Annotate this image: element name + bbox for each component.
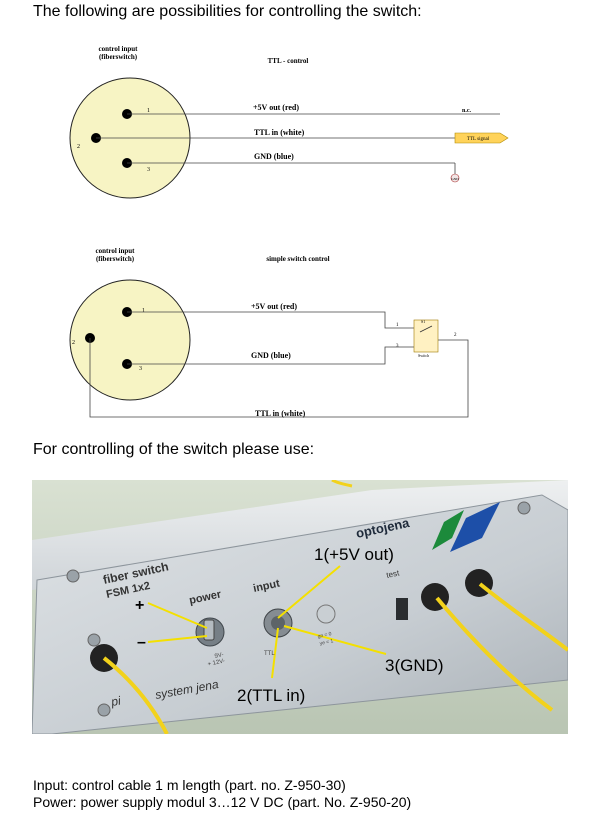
screw-icon	[66, 569, 80, 583]
plus-marker: +	[135, 597, 144, 614]
screw-icon	[97, 703, 111, 717]
led-legend-line2: ye = 1	[319, 638, 334, 647]
wire-red	[127, 311, 425, 329]
callout-pin1: 1(+5V out)	[314, 545, 394, 564]
connector-title-line2: (fiberswitch)	[96, 255, 135, 263]
pin-3-label: 3	[139, 366, 142, 372]
wire-red-label: +5V out (red)	[251, 302, 297, 311]
voltage-line1: 9V-	[214, 652, 224, 660]
pin-1-label: 1	[142, 308, 145, 314]
connector-circle	[69, 279, 191, 401]
pin-1-label: 1	[147, 108, 150, 114]
pin-2-label: 2	[72, 340, 75, 346]
status-led	[316, 604, 336, 624]
wire-blue	[127, 346, 425, 365]
pin-3-label: 3	[147, 167, 150, 173]
switch-pin-2: 2	[454, 333, 457, 338]
switch-pin-3: 3	[396, 344, 399, 349]
ttl-small-label: TTL	[264, 651, 275, 657]
ttl-signal-tag	[454, 132, 509, 144]
connector-title-line2: (fiberswitch)	[99, 53, 138, 61]
input-label: input	[252, 578, 281, 595]
company-name-left: pi	[109, 693, 122, 709]
switch-label: Switch	[418, 353, 429, 358]
gnd-symbol-label: GND	[451, 177, 459, 181]
not-connected-label: n.c.	[462, 108, 472, 114]
ttl-signal-label: TTL signal	[467, 137, 490, 142]
footer-line-2: Power: power supply modul 3…12 V DC (par…	[33, 794, 412, 810]
wire-blue-label: GND (blue)	[254, 152, 294, 161]
wire-white-label: TTL in (white)	[255, 409, 306, 418]
fiber-cable	[478, 582, 568, 652]
voltage-line2: + 12V-	[207, 658, 225, 668]
gnd-symbol	[450, 173, 460, 183]
ttl-control-diagram: control input (fiberswitch) TTL - contro…	[69, 45, 509, 199]
switch-pin-1: 1	[396, 323, 399, 328]
screw-icon	[517, 501, 531, 515]
section-heading: For controlling of the switch please use…	[33, 441, 315, 458]
fiber-cable	[102, 656, 169, 734]
led-legend-line1: gn = 0	[317, 631, 332, 640]
screw-icon	[87, 633, 101, 647]
minus-marker: –	[137, 634, 146, 651]
switch-symbol	[413, 319, 439, 353]
callout-pin2: 2(TTL in)	[237, 686, 305, 705]
device-photo: optojena fiber switch FSM 1x2 power inpu…	[32, 480, 568, 734]
test-switch[interactable]	[396, 598, 408, 620]
wire-red-label: +5V out (red)	[253, 103, 299, 112]
test-label: test	[386, 568, 401, 580]
wire-white	[89, 338, 469, 418]
switch-ref: S1	[421, 319, 425, 324]
section-title: simple switch control	[266, 255, 329, 263]
logo-green-bar	[432, 510, 464, 550]
page-heading: The following are possibilities for cont…	[33, 3, 422, 20]
pin-2-label: 2	[77, 144, 80, 150]
connector-title-line1: control input	[99, 45, 139, 53]
device-front-panel	[32, 494, 568, 734]
fiber-cable	[435, 596, 554, 712]
section-title: TTL - control	[268, 57, 309, 65]
connector-title-line1: control input	[96, 247, 136, 255]
wire-white-label: TTL in (white)	[254, 128, 305, 137]
simple-switch-diagram: control input (fiberswitch) simple switc…	[69, 247, 469, 418]
callout-pin3: 3(GND)	[385, 656, 444, 675]
wire-blue-label: GND (blue)	[251, 351, 291, 360]
logo-blue-bar	[450, 502, 500, 552]
footer-line-1: Input: control cable 1 m length (part. n…	[33, 777, 346, 793]
